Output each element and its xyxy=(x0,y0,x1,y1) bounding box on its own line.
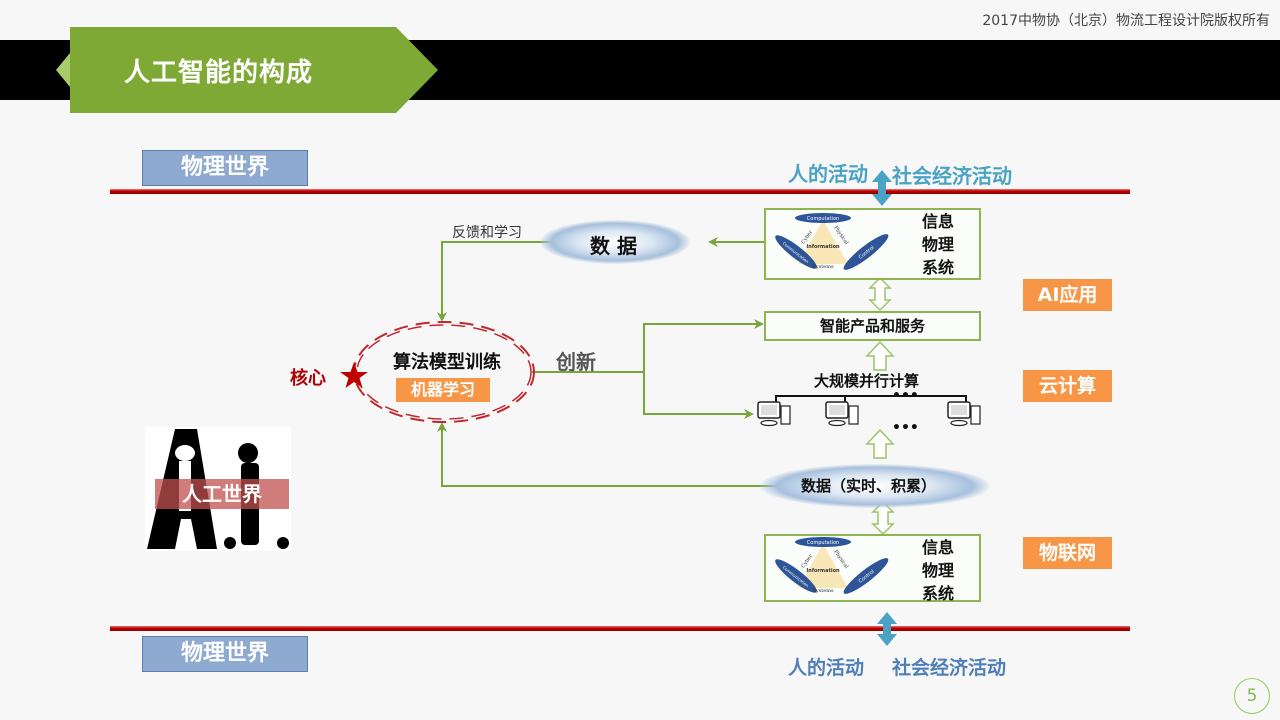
computer-icon xyxy=(825,401,859,427)
cps-box-top: Computation Information Communication Co… xyxy=(764,208,981,280)
double-arrow-top-icon xyxy=(872,170,892,206)
top-boundary-line xyxy=(110,189,1130,194)
cps-line-1: 信息 xyxy=(922,538,955,557)
double-arrow-bottom-icon xyxy=(877,612,897,646)
cps-line-2: 物理 xyxy=(922,235,955,254)
svg-text:Systems: Systems xyxy=(812,264,834,270)
physical-world-top-label: 物理世界 xyxy=(142,150,308,186)
hollow-double-arrow-icon xyxy=(868,276,892,312)
svg-text:Computation: Computation xyxy=(807,540,839,546)
svg-text:Computation: Computation xyxy=(807,216,839,222)
realtime-data-cloud xyxy=(760,464,990,508)
bottom-boundary-line xyxy=(110,626,1130,631)
cps-label-bottom: 信息 物理 系统 xyxy=(922,536,954,605)
feedback-label: 反馈和学习 xyxy=(452,225,522,241)
smart-products-label: 智能产品和服务 xyxy=(819,317,925,335)
human-activity-bottom: 人的活动 xyxy=(788,657,865,679)
core-label: 核心 xyxy=(290,368,326,389)
social-activity-top: 社会经济活动 xyxy=(892,164,1012,188)
social-activity-bottom: 社会经济活动 xyxy=(892,657,1007,679)
page-title: 人工智能的构成 xyxy=(124,58,314,88)
data-cloud-label: 数 据 xyxy=(590,234,637,258)
ellipsis-machines: ••• xyxy=(892,388,919,404)
cps-line-1: 信息 xyxy=(922,212,955,231)
svg-text:Information: Information xyxy=(806,244,840,250)
machine-learning-tag: 机器学习 xyxy=(396,378,490,402)
title-banner xyxy=(56,27,438,113)
physical-world-bottom-label: 物理世界 xyxy=(142,636,308,672)
innovation-to-computing-arrow xyxy=(643,372,754,419)
ellipsis-more: ••• xyxy=(892,420,919,436)
copyright-text: 2017中物协（北京）物流工程设计院版权所有 xyxy=(982,13,1270,29)
cps-box-bottom: Computation Information Communication Co… xyxy=(764,534,981,605)
innovation-to-products-arrow xyxy=(643,319,764,372)
feedback-arrow xyxy=(437,241,556,322)
ai-application-tag: AI应用 xyxy=(1023,279,1112,311)
star-icon xyxy=(340,362,368,388)
artificial-world-label: 人工世界 xyxy=(155,479,289,509)
realtime-data-label: 数据（实时、积累） xyxy=(801,477,937,495)
human-activity-top: 人的活动 xyxy=(788,162,868,186)
cps-line-2: 物理 xyxy=(922,561,955,580)
cloud-computing-tag: 云计算 xyxy=(1023,370,1112,402)
cps-line-3: 系统 xyxy=(922,258,955,277)
svg-text:Systems: Systems xyxy=(812,588,834,594)
hollow-up-arrow-icon xyxy=(865,428,895,459)
iot-tag: 物联网 xyxy=(1023,537,1112,569)
cps-triangle-diagram: Computation Information Communication Co… xyxy=(775,537,889,594)
innovation-label: 创新 xyxy=(556,350,596,374)
cps-line-3: 系统 xyxy=(922,584,955,603)
data-cloud xyxy=(540,220,690,264)
page-number: 5 xyxy=(1234,678,1270,714)
parallel-computing-label: 大规模并行计算 xyxy=(814,372,920,390)
cps-label-top: 信息 物理 系统 xyxy=(922,210,954,279)
computer-network xyxy=(775,395,967,404)
computer-icon xyxy=(947,401,981,427)
hollow-up-arrow-icon xyxy=(865,340,895,371)
cps-triangle-diagram: Computation Information Communication Co… xyxy=(775,213,889,270)
smart-products-box: 智能产品和服务 xyxy=(764,311,981,341)
ai-logo-image: 人工世界 xyxy=(145,427,291,551)
data-to-model-arrow xyxy=(437,422,780,487)
computer-icon xyxy=(757,401,791,427)
core-ellipse-inner xyxy=(356,324,532,420)
svg-text:Information: Information xyxy=(806,568,840,574)
algorithm-training-label: 算法模型训练 xyxy=(393,352,501,373)
